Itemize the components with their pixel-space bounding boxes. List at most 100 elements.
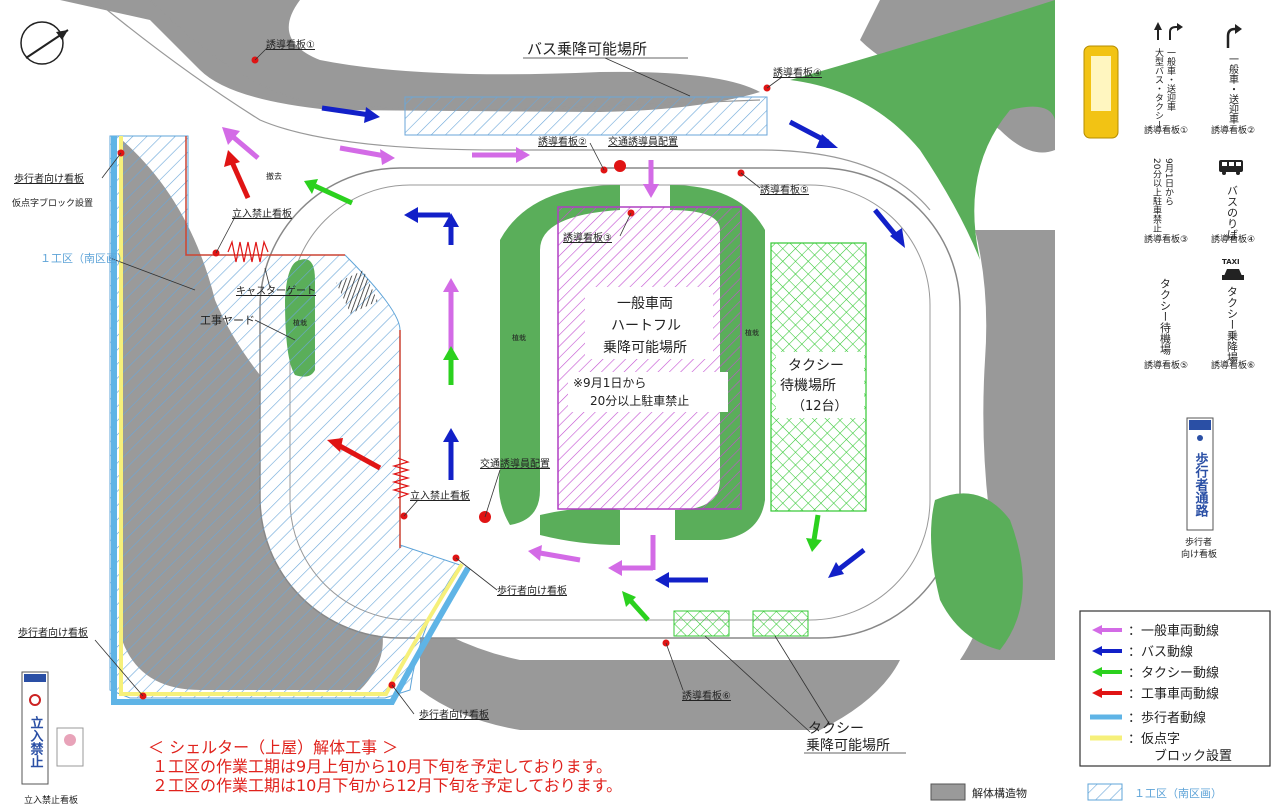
bus-arrows xyxy=(321,105,905,588)
label-guide5: 誘導看板⑤ xyxy=(760,183,809,196)
sign2-caption: 誘導看板② xyxy=(1211,124,1255,136)
label-no-entry-1: 立入禁止看板 xyxy=(232,207,292,220)
sign5-text: タクシー待機場 xyxy=(1159,278,1172,356)
label-pedestrian-sign-center: 歩行者向け看板 xyxy=(497,584,567,597)
sign1-text-b: 一般車・送迎車 xyxy=(1165,48,1176,112)
planting-right xyxy=(790,0,1055,260)
sign-board-yellow xyxy=(1083,45,1119,139)
bus-area-hatch xyxy=(404,96,768,136)
label-no-entry-sign-bottom: 立入禁止看板 xyxy=(24,794,78,806)
sign6-caption: 誘導看板⑥ xyxy=(1211,359,1255,371)
pedestrian-board: 歩行者通路 xyxy=(1186,417,1214,531)
sign2-arrow-icon xyxy=(1226,24,1242,48)
fence-red xyxy=(185,136,345,256)
label-pedestrian-sign-bottom-left: 歩行者向け看板 xyxy=(18,626,88,639)
bus-icon xyxy=(1219,160,1243,175)
legend-demolition-label: 解体構造物 xyxy=(972,786,1027,800)
legend-item-taxi: ：タクシー動線 xyxy=(1128,665,1219,681)
label-taxi-wait-l1: タクシー xyxy=(788,358,844,374)
block-route xyxy=(119,136,464,696)
planting-center-left xyxy=(498,185,620,525)
zone-swatch xyxy=(1087,783,1123,801)
taxi-icon xyxy=(1222,269,1244,280)
legend-item-block-line2: ブロック設置 xyxy=(1154,748,1232,764)
label-caster-gate: キャスターゲート xyxy=(236,285,316,297)
planting-right-lower xyxy=(931,493,1023,650)
label-planting-2: 植栽 xyxy=(512,333,526,342)
label-general-area-l2: ハートフル xyxy=(611,318,681,334)
legend-swatches xyxy=(1090,625,1122,741)
sign5-caption: 誘導看板⑤ xyxy=(1144,359,1188,371)
demolition-area-bottom xyxy=(420,620,900,730)
label-zone1: １工区（南区画） xyxy=(40,252,128,265)
taxi-pickup-1 xyxy=(673,610,730,637)
demolition-area-top xyxy=(60,0,760,112)
sign1-text-a: 大型バス・タクシー xyxy=(1153,47,1164,129)
footer-notice: ＜ シェルター（上屋）解体工事 ＞１工区の作業工期は9月上旬から10月下旬を予定… xyxy=(148,738,622,795)
label-general-area-l3: 乗降可能場所 xyxy=(603,340,687,356)
construction-arrows xyxy=(224,150,382,471)
footer-line2: １工区の作業工期は9月上旬から10月下旬を予定しております。 xyxy=(152,757,612,776)
label-parking-note-l1: ※9月1日から xyxy=(573,376,646,390)
label-taxi-wait-l2: 待機場所 xyxy=(780,378,836,394)
label-traffic-staff-2: 交通誘導員配置 xyxy=(480,457,550,470)
label-no-entry-2: 立入禁止看板 xyxy=(410,489,470,502)
pedestrian-route xyxy=(111,136,471,705)
legend-item-general: ：一般車両動線 xyxy=(1128,623,1219,639)
leader-lines xyxy=(94,46,831,733)
label-traffic-staff-1: 交通誘導員配置 xyxy=(608,135,678,148)
pedestrian-board-caption-l1: 歩行者 xyxy=(1185,536,1212,548)
label-guide4: 誘導看板④ xyxy=(773,66,822,79)
no-entry-board: 立入禁止 xyxy=(21,671,49,785)
zigzag-2 xyxy=(391,457,411,499)
label-guide2: 誘導看板② xyxy=(538,135,587,148)
label-pedestrian-sign-bottom: 歩行者向け看板 xyxy=(419,708,489,721)
sign3-caption: 誘導看板③ xyxy=(1144,233,1188,245)
general-area-label-bg xyxy=(585,287,713,359)
label-remove: 撤去 xyxy=(266,171,282,181)
entrance-road xyxy=(94,0,931,211)
footer-line1: ＜ シェルター（上屋）解体工事 ＞ xyxy=(148,738,399,757)
no-entry-board-text: 立入禁止 xyxy=(28,715,44,768)
sign3-text-b: 20分以上駐車禁止 xyxy=(1151,158,1162,232)
label-work-yard: 工事ヤード xyxy=(200,314,255,327)
pedestrian-board-caption-l2: 向け看板 xyxy=(1181,548,1217,560)
taxi-pickup-2 xyxy=(752,610,809,637)
striped-block xyxy=(336,270,378,314)
label-guide3: 誘導看板③ xyxy=(563,231,612,244)
label-planting-3: 植栽 xyxy=(745,328,759,337)
general-vehicle-arrows xyxy=(222,127,659,576)
legend-item-pedestrian: ：歩行者動線 xyxy=(1128,710,1206,726)
warning-sign-icon xyxy=(56,727,84,767)
label-bus-area: バス乗降可能場所 xyxy=(527,40,647,58)
sign3-text-a: 9月1日から xyxy=(1163,158,1174,205)
legend-item-bus: ：バス動線 xyxy=(1128,644,1193,660)
demolition-swatch xyxy=(930,783,966,801)
label-taxi-wait-l3: （12台） xyxy=(792,399,848,414)
legend-item-block: ：仮点字 xyxy=(1128,732,1180,747)
label-general-area-l1: 一般車両 xyxy=(617,295,673,312)
label-parking-note-l2: 20分以上駐車禁止 xyxy=(590,393,689,408)
demolition-area-right xyxy=(960,230,1055,660)
caster-gate-zigzag xyxy=(227,239,269,263)
pedestrian-board-text: 歩行者通路 xyxy=(1193,451,1210,517)
label-block-install: 仮点字ブロック設置 xyxy=(12,197,93,209)
label-pedestrian-sign-left: 歩行者向け看板 xyxy=(14,172,84,185)
taxi-area-label-bg xyxy=(776,352,864,418)
label-taxi-pickup-l2: 乗降可能場所 xyxy=(806,738,890,754)
planting-bottom-left xyxy=(540,508,620,545)
sign1-arrow-icons xyxy=(1154,22,1183,40)
sign4-caption: 誘導看板④ xyxy=(1211,233,1255,245)
sign6-text: タクシー乗降場 xyxy=(1226,286,1239,364)
sign4-text: バスのりば xyxy=(1226,185,1239,240)
label-planting-1: 植栽 xyxy=(293,318,307,327)
compass-icon xyxy=(20,21,69,65)
taxi-badge: TAXI xyxy=(1222,258,1240,266)
footer-line3: ２工区の作業工期は10月下旬から12月下旬を予定しております。 xyxy=(152,776,623,795)
label-guide1: 誘導看板① xyxy=(266,38,315,51)
sign2-text: 一般車・送迎車 xyxy=(1227,54,1239,125)
parking-note-bg xyxy=(568,372,728,412)
label-guide6: 誘導看板⑥ xyxy=(682,689,731,702)
taxi-arrows xyxy=(304,179,822,622)
label-taxi-pickup-l1: タクシー xyxy=(808,721,864,737)
